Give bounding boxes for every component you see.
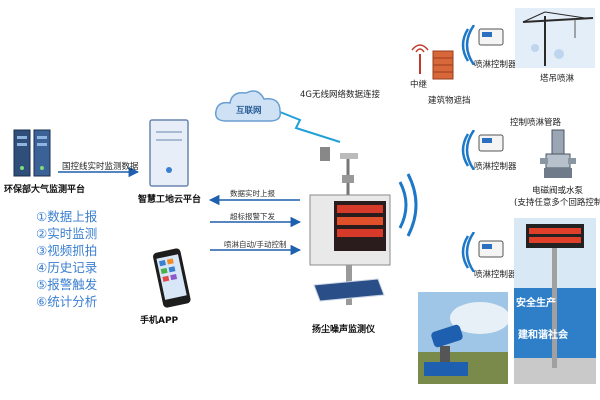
relay-label: 中继 bbox=[410, 80, 428, 90]
feature-item: ②实时监测 bbox=[36, 226, 98, 241]
water-pump-photo bbox=[538, 128, 578, 180]
phone-icon bbox=[148, 248, 196, 310]
cloud-platform-label: 智慧工地云平台 bbox=[138, 195, 202, 205]
relay-antenna-icon bbox=[411, 44, 429, 74]
feature-item: ⑥统计分析 bbox=[36, 294, 98, 309]
edge-4g-label: 4G无线网络数据连接 bbox=[300, 90, 380, 100]
tower-crane-photo bbox=[515, 8, 595, 68]
brick-building-icon bbox=[432, 50, 454, 80]
monitor-device-icon bbox=[300, 145, 400, 320]
tower-crane-label: 塔吊喷淋 bbox=[540, 74, 575, 84]
site-display-photo: 安全生产 建和谐社会 bbox=[514, 218, 596, 384]
feature-item: ④历史记录 bbox=[36, 260, 98, 275]
spray-controller-3-label: 喷淋控制器 bbox=[474, 270, 517, 280]
wireless-wave-icon bbox=[461, 25, 476, 65]
feature-item: ③视频抓拍 bbox=[36, 243, 98, 258]
spray-pipe-control-label: 控制喷淋管路 bbox=[510, 118, 562, 128]
edge-4g-lightning bbox=[269, 107, 341, 143]
edge-national-monitor-label: 国控线实时监测数据 bbox=[62, 162, 139, 172]
feature-item: ①数据上报 bbox=[36, 209, 98, 224]
cloud-server-icon bbox=[148, 118, 190, 188]
spray-controller-icon bbox=[478, 134, 504, 152]
mobile-app-label: 手机APP bbox=[140, 316, 179, 326]
feature-list: ①数据上报 ②实时监测 ③视频抓拍 ④历史记录 ⑤报警触发 ⑥统计分析 bbox=[36, 208, 97, 310]
site-sign-text-2: 建和谐社会 bbox=[518, 330, 568, 341]
spray-controller-icon bbox=[478, 28, 504, 46]
spray-controller-icon bbox=[478, 240, 504, 258]
fog-cannon-photo bbox=[418, 292, 508, 384]
edge-spray-control-label: 喷淋自动/手动控制 bbox=[224, 240, 287, 249]
solenoid-pump-label: 电磁阀或水泵 bbox=[532, 186, 584, 196]
spray-controller-1-label: 喷淋控制器 bbox=[474, 60, 517, 70]
wireless-wave-icon bbox=[461, 130, 476, 170]
internet-cloud-icon bbox=[212, 85, 284, 127]
internet-label: 互联网 bbox=[236, 106, 262, 116]
spray-controller-2-label: 喷淋控制器 bbox=[474, 162, 517, 172]
env-platform-label: 环保部大气监测平台 bbox=[4, 185, 86, 195]
wireless-wave-icon bbox=[398, 173, 418, 237]
edge-alarm-issue-label: 超标报警下发 bbox=[230, 212, 275, 221]
building-barrier-label: 建筑物遮挡 bbox=[428, 96, 471, 106]
edge-data-upload-label: 数据实时上报 bbox=[230, 189, 275, 198]
dust-monitor-label: 扬尘噪声监测仪 bbox=[312, 325, 376, 335]
site-sign-text-1: 安全生产 bbox=[516, 298, 556, 309]
solenoid-pump-note: (支持任意多个回路控制) bbox=[514, 198, 600, 208]
server-rack-icon bbox=[12, 128, 52, 178]
wireless-wave-icon bbox=[461, 232, 476, 272]
feature-item: ⑤报警触发 bbox=[36, 277, 98, 292]
